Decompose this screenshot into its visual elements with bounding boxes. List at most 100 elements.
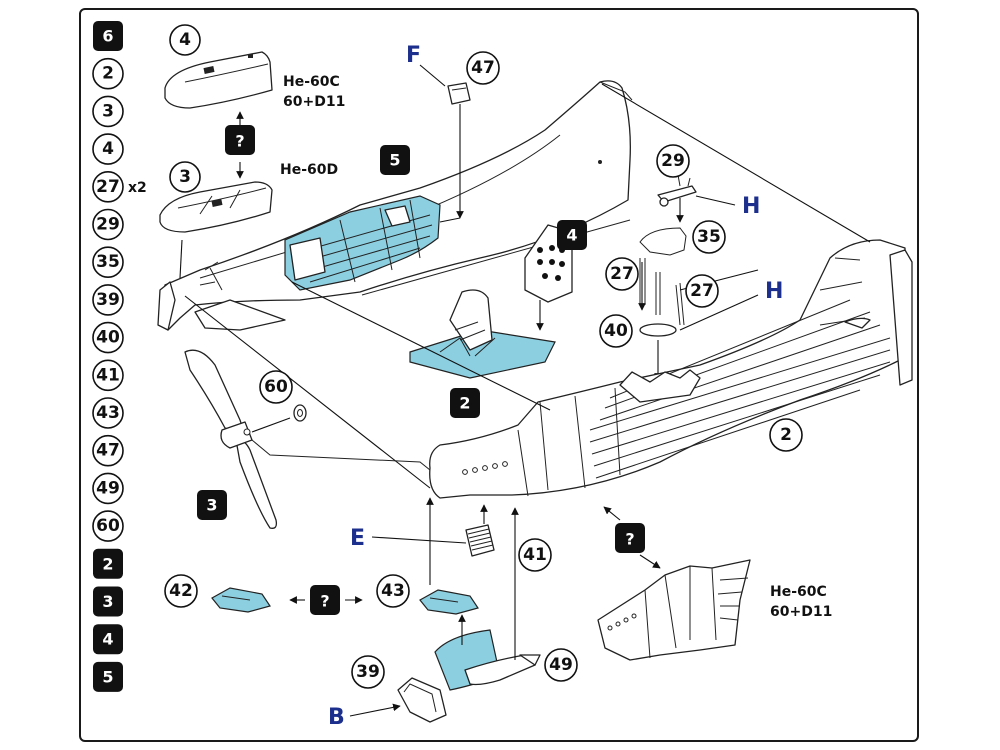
- svg-text:35: 35: [697, 227, 721, 247]
- step-4-label: 4: [566, 226, 577, 245]
- svg-text:4: 4: [179, 30, 191, 50]
- callout-27b: 27: [685, 274, 719, 308]
- callout-39: 39: [351, 655, 385, 689]
- gun-mount-29: [657, 174, 697, 207]
- step-badge-3: 3: [93, 586, 123, 617]
- part-number: 5: [102, 667, 113, 686]
- svg-text:39: 39: [356, 662, 380, 682]
- question-badge-middle: ?: [310, 585, 340, 615]
- step-badge-4: 4: [93, 624, 123, 655]
- svg-text:?: ?: [625, 530, 634, 549]
- callout-40: 40: [599, 314, 633, 348]
- svg-text:27: 27: [610, 264, 634, 284]
- callout-29: 29: [656, 144, 690, 178]
- part-item-4: 4: [92, 133, 124, 165]
- part-number: 49: [96, 478, 120, 498]
- svg-text:2: 2: [780, 425, 792, 445]
- callout-60: 60: [259, 370, 293, 404]
- part-number: 2: [102, 554, 113, 573]
- callout-49: 49: [544, 648, 578, 682]
- parts-list: 6 2 3 4 27 x2 29 35 39 40 41 43 47 49 60 2 3 4 5: [92, 21, 147, 692]
- part-number: 3: [102, 101, 114, 121]
- marker-h-top: H: [742, 194, 760, 219]
- gun-ring-35: [639, 227, 687, 256]
- svg-text:41: 41: [523, 545, 547, 565]
- part-item-39: 39: [92, 284, 124, 316]
- part-43-drawing: [419, 589, 479, 615]
- callout-41: 41: [518, 538, 552, 572]
- fuselage-variant-he60c: [597, 559, 751, 661]
- step-badge-6: 6: [93, 21, 123, 51]
- part-number: 4: [102, 139, 114, 159]
- callout-2: 2: [769, 418, 803, 452]
- callout-42: 42: [164, 574, 198, 608]
- part-number: 2: [102, 64, 114, 84]
- part-42-drawing: [211, 587, 271, 613]
- marker-e: E: [350, 526, 365, 551]
- cockpit-floor-with-seat: [409, 289, 556, 379]
- svg-text:3: 3: [179, 167, 191, 187]
- part-number: 27: [96, 177, 120, 197]
- svg-text:43: 43: [381, 581, 405, 601]
- part-number: 3: [102, 592, 113, 611]
- callout-35: 35: [692, 220, 726, 254]
- part-number: 47: [96, 441, 120, 461]
- svg-text:?: ?: [320, 592, 329, 611]
- lower-cowl-49: [464, 654, 541, 686]
- oil-cooler-grille: [465, 524, 495, 557]
- part-number: 6: [102, 27, 113, 46]
- part-item-3: 3: [92, 95, 124, 128]
- variant-label-he60d: He-60D: [280, 162, 338, 178]
- part-item-29: 29: [92, 208, 124, 241]
- part-item-60: 60: [92, 510, 124, 542]
- part-number: 29: [96, 215, 120, 235]
- part-number: 4: [102, 630, 113, 649]
- callout-47: 47: [466, 51, 500, 85]
- part-item-41: 41: [92, 359, 124, 392]
- part-number: 43: [96, 403, 120, 423]
- part-item-47: 47: [92, 434, 124, 467]
- variant-label-he60c-bottom: He-60C 60+D11: [770, 584, 832, 620]
- step-badge-2: 2: [93, 548, 123, 579]
- part-number: 39: [96, 290, 120, 310]
- part-number: 40: [96, 328, 120, 348]
- propeller: [184, 349, 278, 529]
- callout-27a: 27: [605, 257, 639, 291]
- callout-43: 43: [376, 574, 410, 608]
- svg-text:60: 60: [264, 377, 288, 397]
- diagram-frame: [79, 8, 919, 742]
- lower-fuselage-half: [429, 239, 913, 499]
- question-badge-right: ?: [615, 523, 645, 553]
- svg-text:?: ?: [235, 132, 244, 151]
- step-badge-5: 5: [93, 661, 123, 692]
- step-2-label: 2: [459, 394, 470, 413]
- struts-27: [639, 258, 685, 326]
- part-item-27: 27 x2: [92, 171, 147, 203]
- svg-text:47: 47: [471, 58, 495, 78]
- exhaust-39: [397, 677, 447, 723]
- svg-text:40: 40: [604, 321, 628, 341]
- ring-40: [639, 323, 677, 337]
- variant-label-he60c-top: He-60C 60+D11: [283, 74, 345, 110]
- quantity-suffix: x2: [128, 180, 147, 196]
- interior-cockpit-floor: [284, 195, 441, 291]
- part-item-49: 49: [92, 472, 124, 505]
- step-5-label: 5: [389, 151, 400, 170]
- svg-text:27: 27: [690, 281, 714, 301]
- svg-text:49: 49: [549, 655, 573, 675]
- part-number: 60: [96, 516, 120, 536]
- part-item-35: 35: [92, 246, 124, 279]
- part-item-43: 43: [92, 397, 124, 429]
- marker-b: B: [328, 705, 345, 730]
- callout-4: 4: [169, 24, 201, 56]
- spinner-60: [293, 404, 307, 422]
- svg-text:29: 29: [661, 151, 685, 171]
- part-number: 35: [96, 252, 120, 272]
- callout-3: 3: [169, 161, 201, 193]
- part-item-2: 2: [92, 57, 124, 90]
- marker-f: F: [406, 43, 421, 68]
- part-number: 41: [96, 365, 120, 385]
- marker-h-bottom: H: [765, 279, 783, 304]
- question-badge-top: ?: [225, 125, 255, 155]
